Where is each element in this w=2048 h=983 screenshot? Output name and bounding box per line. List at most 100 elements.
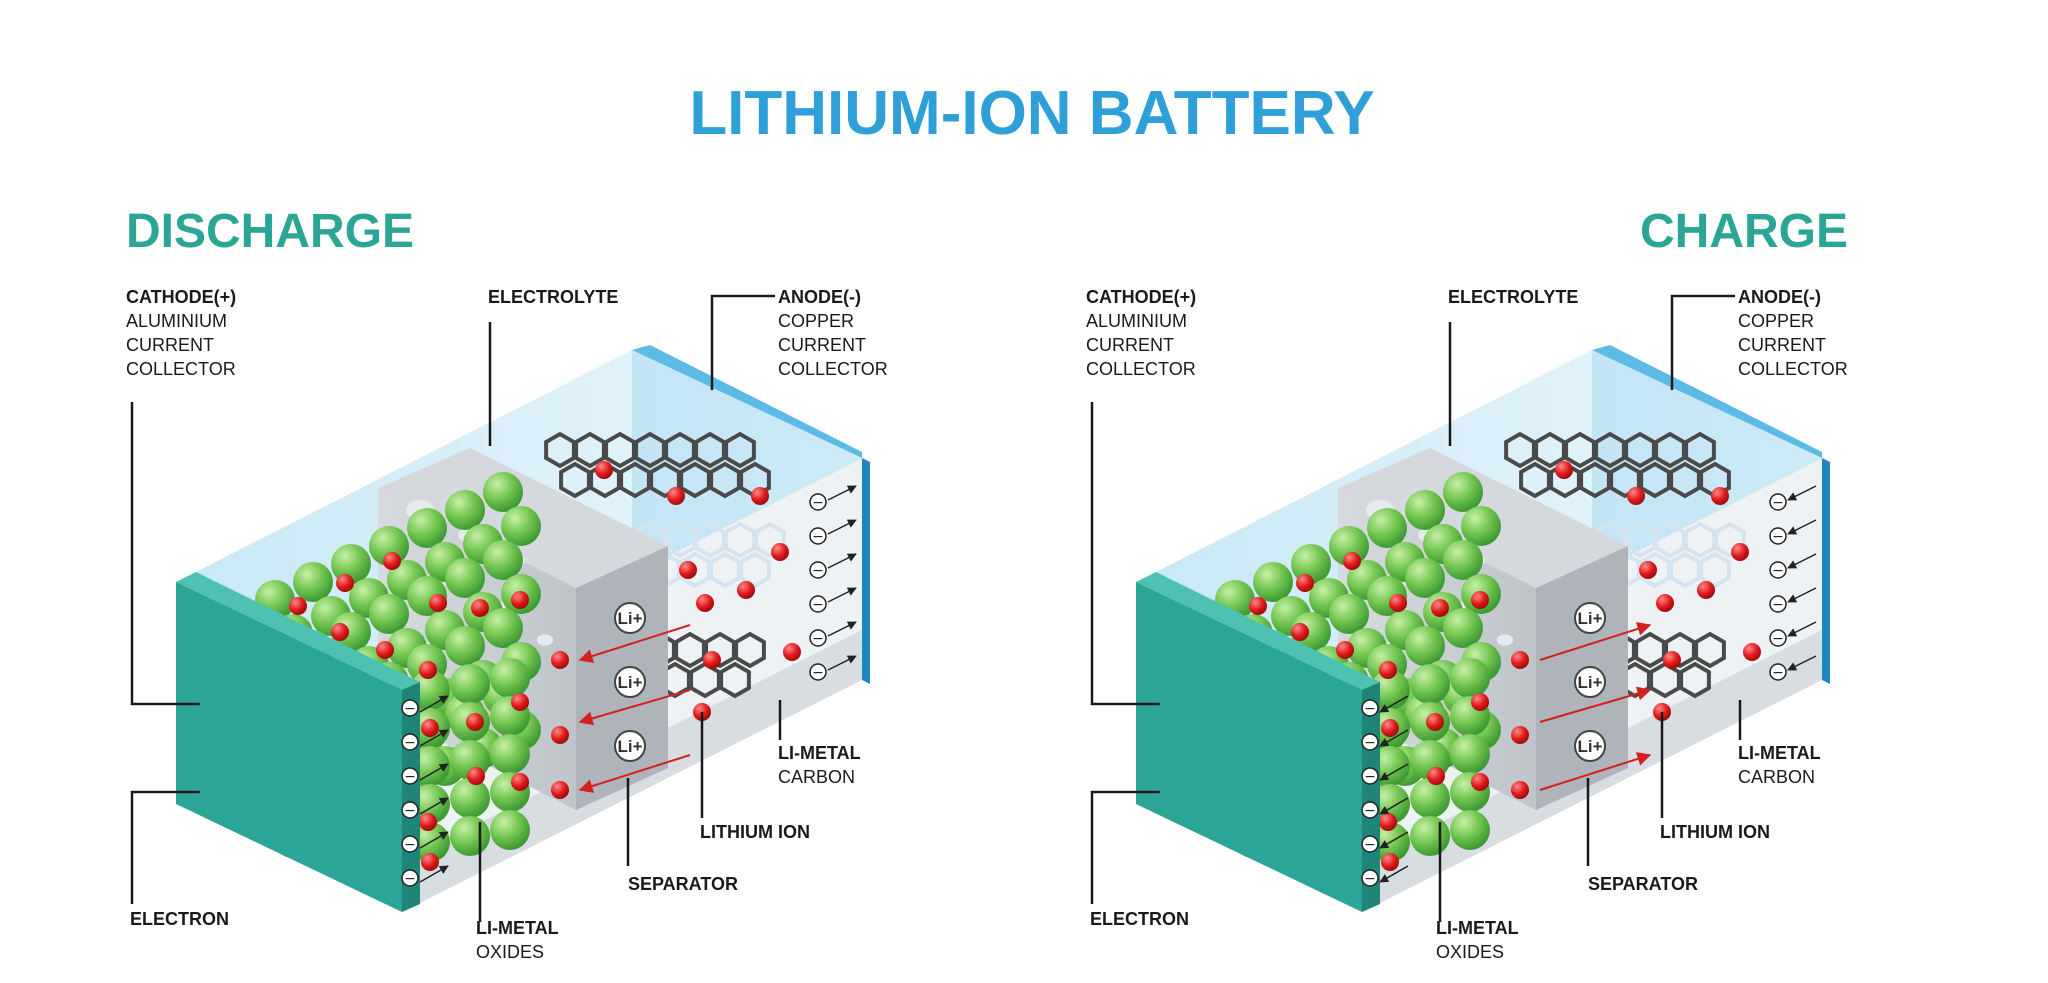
- lithium-ion: [466, 713, 484, 731]
- graphite-hexagon: [1684, 521, 1716, 559]
- cathode-line-2: CURRENT: [1086, 335, 1174, 355]
- electron: −: [1769, 485, 1817, 511]
- lithium-ion: [1639, 561, 1657, 579]
- lithium-ion: [783, 643, 801, 661]
- cathode-particle: [1461, 506, 1501, 546]
- electron-arrow: [1787, 587, 1817, 603]
- electron: −: [809, 553, 857, 579]
- li-ion-badge-circle: [614, 666, 646, 698]
- electron-sign: −: [404, 871, 416, 887]
- cathode-particle: [450, 664, 490, 704]
- cathode-particle: [445, 626, 485, 666]
- cathode-particle: [1450, 734, 1490, 774]
- cathode-plate-top: [176, 572, 420, 690]
- electron-sign: −: [1364, 871, 1376, 887]
- electron-arrow: [827, 655, 857, 671]
- li-ion-badge: Li+: [614, 666, 646, 698]
- ion-arrow: [1539, 622, 1652, 661]
- lithium-ion: [1381, 853, 1399, 871]
- electron-arrow: [419, 797, 449, 815]
- limetal-oxides-label: LI-METAL: [1436, 918, 1519, 938]
- electron: −: [1361, 729, 1409, 751]
- lithium-ion: [1711, 487, 1729, 505]
- graphite-hexagon: [679, 461, 711, 499]
- electron-circle: [1361, 733, 1379, 751]
- lithium-ion: [1389, 594, 1407, 612]
- anode-plate-edge: [862, 458, 870, 684]
- cathode-particle: [483, 608, 523, 648]
- graphite-hexagon: [704, 631, 736, 669]
- graphite-hexagon: [694, 431, 726, 469]
- lithium-ion: [551, 726, 569, 744]
- electron-arrow: [1787, 655, 1817, 671]
- graphite-hexagon: [724, 431, 756, 469]
- electron-arrow: [1787, 519, 1817, 535]
- electron-circle: [401, 733, 419, 751]
- li-ion-badge: Li+: [1574, 730, 1606, 762]
- electron-sign: −: [812, 597, 824, 613]
- electron-sign: −: [404, 769, 416, 785]
- graphite-hexagon: [664, 521, 696, 559]
- electron-sign: −: [404, 803, 416, 819]
- electron: −: [1361, 763, 1409, 785]
- lithium-ion: [1471, 591, 1489, 609]
- graphite-hexagon: [709, 461, 741, 499]
- li-ion-badge-circle: [1574, 666, 1606, 698]
- electron-arrow: [827, 553, 857, 569]
- anode-plate-top: [632, 345, 862, 458]
- graphite-hexagon: [1504, 431, 1536, 469]
- li-ion-badge-text: Li+: [1577, 673, 1602, 692]
- cathode-particle: [450, 816, 490, 856]
- electron: −: [1361, 695, 1409, 717]
- electron: −: [809, 587, 857, 613]
- graphite-hexagon: [589, 461, 621, 499]
- electron-circle: [809, 493, 827, 511]
- electron-arrow: [1379, 763, 1409, 781]
- cathode-particle: [490, 734, 530, 774]
- electron-arrow: [827, 587, 857, 603]
- electron: −: [1361, 865, 1409, 887]
- li-ion-badge-text: Li+: [1577, 609, 1602, 628]
- cathode-particle: [490, 658, 530, 698]
- anode-label: ANODE(-): [778, 287, 861, 307]
- electron: −: [809, 621, 857, 647]
- electron-arrow: [419, 865, 449, 883]
- electrolyte-label: ELECTROLYTE: [1448, 287, 1578, 307]
- lithium-ion: [1555, 461, 1573, 479]
- electron-arrow: [1787, 485, 1817, 501]
- cathode-particle: [1253, 562, 1293, 602]
- cathode-particle: [369, 594, 409, 634]
- lithium-ion: [419, 661, 437, 679]
- graphite-hexagon: [544, 431, 576, 469]
- anode-line-1: COPPER: [1738, 311, 1814, 331]
- lithium-ion: [429, 594, 447, 612]
- electron-circle: [1769, 595, 1787, 613]
- lithium-ion: [1379, 813, 1397, 831]
- graphite-hexagon: [1684, 431, 1716, 469]
- lithium-ion: [1511, 726, 1529, 744]
- battery-cell: Li+Li+Li+−−−−−−−−−−−−: [1136, 345, 1830, 912]
- electron-sign: −: [404, 735, 416, 751]
- graphite-layers: [1504, 431, 1746, 699]
- lithium-ion: [289, 597, 307, 615]
- cathode-particle: [1443, 540, 1483, 580]
- li-ion-badge-text: Li+: [617, 609, 642, 628]
- limetal-carbon-label: LI-METAL: [778, 743, 861, 763]
- electron-sign: −: [1772, 597, 1784, 613]
- graphite-hexagon: [1669, 551, 1701, 589]
- discharge-panel: Li+Li+Li+−−−−−−−−−−−− CATHODE(+) ALUMINI…: [126, 287, 888, 962]
- cathode-particle: [1405, 558, 1445, 598]
- lithium-ion: [511, 773, 529, 791]
- cathode-line-1: ALUMINIUM: [126, 311, 227, 331]
- cathode-particle: [445, 558, 485, 598]
- anode-label: ANODE(-): [1738, 287, 1821, 307]
- cathode-label: CATHODE(+): [1086, 287, 1196, 307]
- anode-line-2: CURRENT: [778, 335, 866, 355]
- graphite-hexagon: [1609, 461, 1641, 499]
- graphite-hexagon: [1634, 631, 1666, 669]
- electron-sign: −: [812, 631, 824, 647]
- lithium-ion: [1343, 552, 1361, 570]
- graphite-hexagon: [1519, 461, 1551, 499]
- electron-sign: −: [812, 495, 824, 511]
